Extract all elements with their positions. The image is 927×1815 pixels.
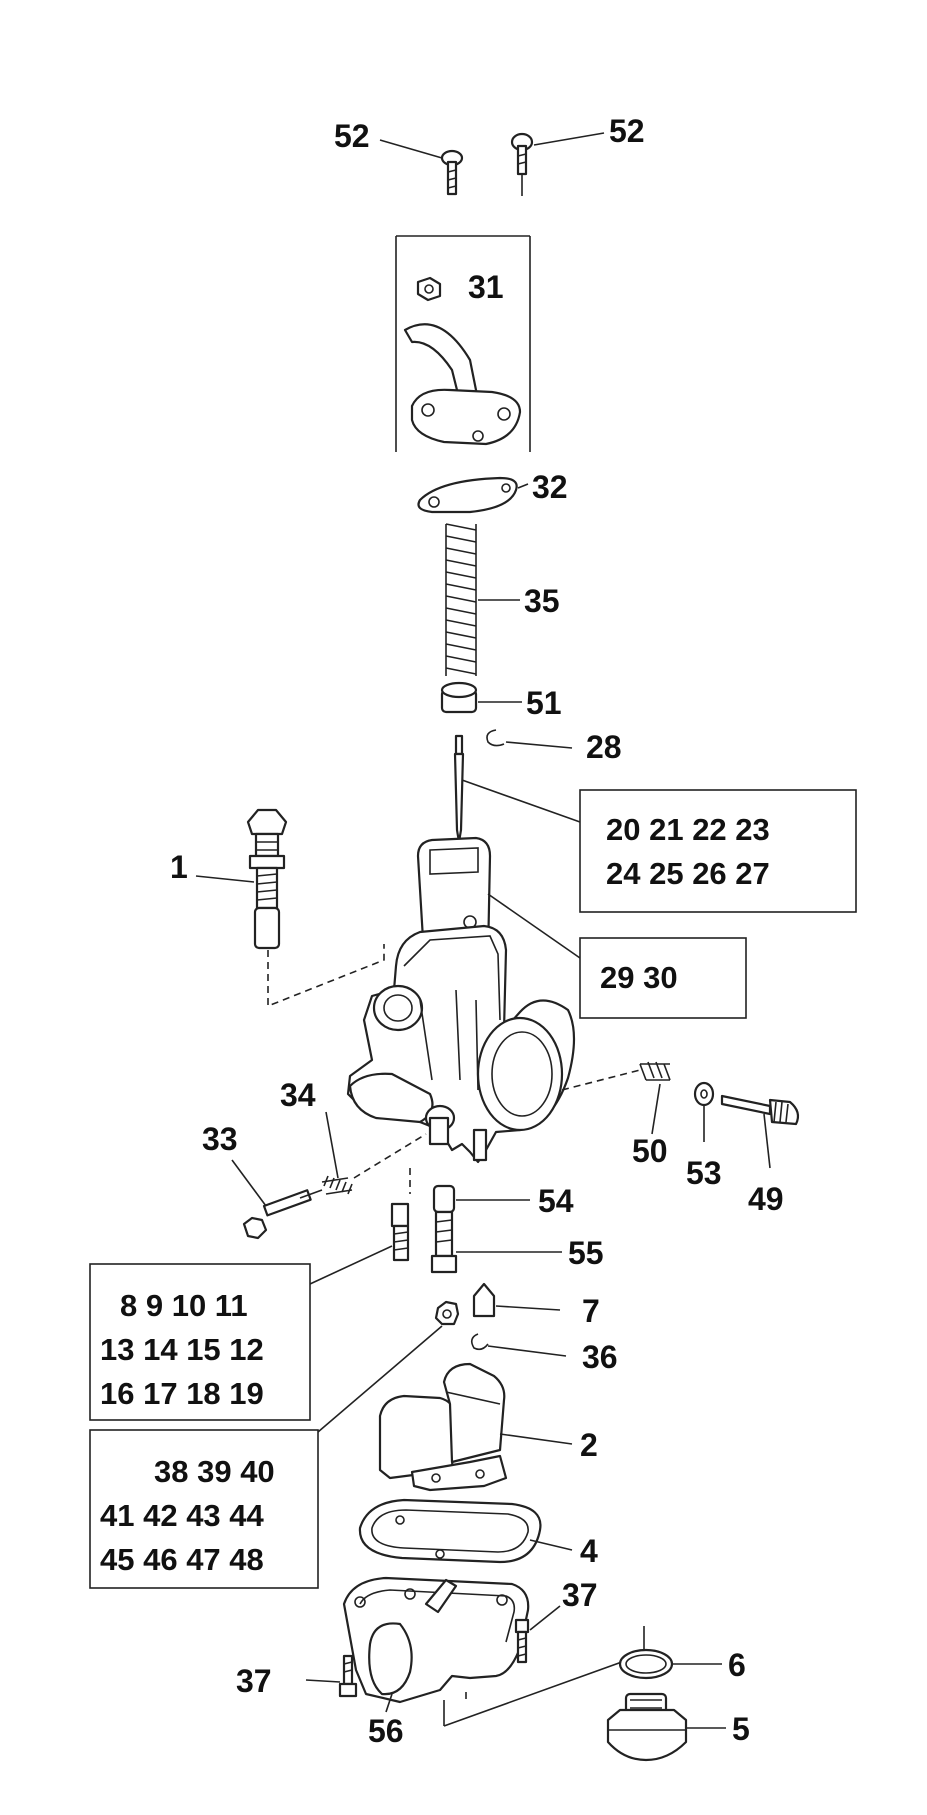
air-spring-icon <box>639 1061 671 1081</box>
needle-box-row2: 24 25 26 27 <box>606 856 770 891</box>
screw-left-icon <box>440 149 464 196</box>
needle-box-row1: 20 21 22 23 <box>606 812 770 847</box>
callout-37-right: 37 <box>562 1577 598 1613</box>
main-jet-box <box>89 1429 319 1589</box>
callout-4: 4 <box>580 1533 598 1569</box>
callout-7: 7 <box>582 1293 600 1329</box>
callout-34: 34 <box>280 1077 316 1113</box>
bowl-gasket-icon <box>358 1498 542 1564</box>
pilot-box-row1: 8 9 10 11 <box>120 1288 248 1323</box>
pilot-box-row3: 16 17 18 19 <box>100 1376 264 1411</box>
callout-56: 56 <box>368 1713 404 1749</box>
throttle-spring-icon <box>445 523 477 676</box>
main-box-row2: 41 42 43 44 <box>100 1498 265 1533</box>
callout-55: 55 <box>568 1235 604 1271</box>
main-jet-icon <box>434 1300 460 1326</box>
top-cap-icon <box>403 323 522 446</box>
screw-right-icon <box>510 132 534 196</box>
callout-52-right: 52 <box>609 113 645 149</box>
callout-52-left: 52 <box>334 118 370 154</box>
o-ring-icon <box>618 1648 674 1680</box>
callout-6: 6 <box>728 1647 746 1683</box>
needle-jet-top-icon <box>432 1184 456 1214</box>
throttle-stop-screw-icon <box>246 808 288 950</box>
callout-54: 54 <box>538 1183 574 1219</box>
nut-icon <box>416 276 442 302</box>
callout-2: 2 <box>580 1427 598 1463</box>
washer-icon <box>693 1081 715 1107</box>
float-icon <box>378 1362 508 1492</box>
needle-box <box>579 789 857 913</box>
needle-clip-icon <box>486 729 505 747</box>
callout-37-left: 37 <box>236 1663 272 1699</box>
callout-1: 1 <box>170 849 188 885</box>
callout-50: 50 <box>632 1133 668 1169</box>
callout-31: 31 <box>468 269 504 305</box>
float-pin-clip-icon <box>470 1333 489 1351</box>
callout-35: 35 <box>524 583 560 619</box>
needle-jet-icon <box>430 1210 458 1274</box>
drain-plug-icon <box>606 1692 688 1762</box>
pilot-jet-box <box>89 1263 311 1421</box>
spring-seat-icon <box>440 681 478 714</box>
callout-53: 53 <box>686 1155 722 1191</box>
main-box-row3: 45 46 47 48 <box>100 1542 264 1577</box>
idle-screw-icon <box>242 1189 323 1240</box>
pilot-box-row2: 13 14 15 12 <box>100 1332 264 1367</box>
carburetor-body-icon <box>346 924 576 1164</box>
air-screw-icon <box>720 1094 800 1126</box>
callout-36: 36 <box>582 1339 618 1375</box>
top-cap-frame <box>395 235 531 452</box>
callout-32: 32 <box>532 469 568 505</box>
air-screw-spring-icon <box>321 1175 353 1195</box>
slide-box <box>579 937 747 1019</box>
float-valve-icon <box>472 1282 496 1318</box>
callout-49: 49 <box>748 1181 784 1217</box>
bowl-screw-right-icon <box>514 1618 530 1664</box>
callout-28: 28 <box>586 729 622 765</box>
jet-needle-icon <box>453 734 465 844</box>
main-box-row1: 38 39 40 <box>154 1454 275 1489</box>
callout-33: 33 <box>202 1121 238 1157</box>
cap-gasket-icon <box>417 476 518 514</box>
bowl-screw-left-icon <box>338 1654 358 1698</box>
callout-5: 5 <box>732 1711 750 1747</box>
slide-box-row1: 29 30 <box>600 960 678 995</box>
float-bowl-icon <box>342 1576 530 1704</box>
pilot-jet-icon <box>390 1202 410 1262</box>
callout-51: 51 <box>526 685 562 721</box>
